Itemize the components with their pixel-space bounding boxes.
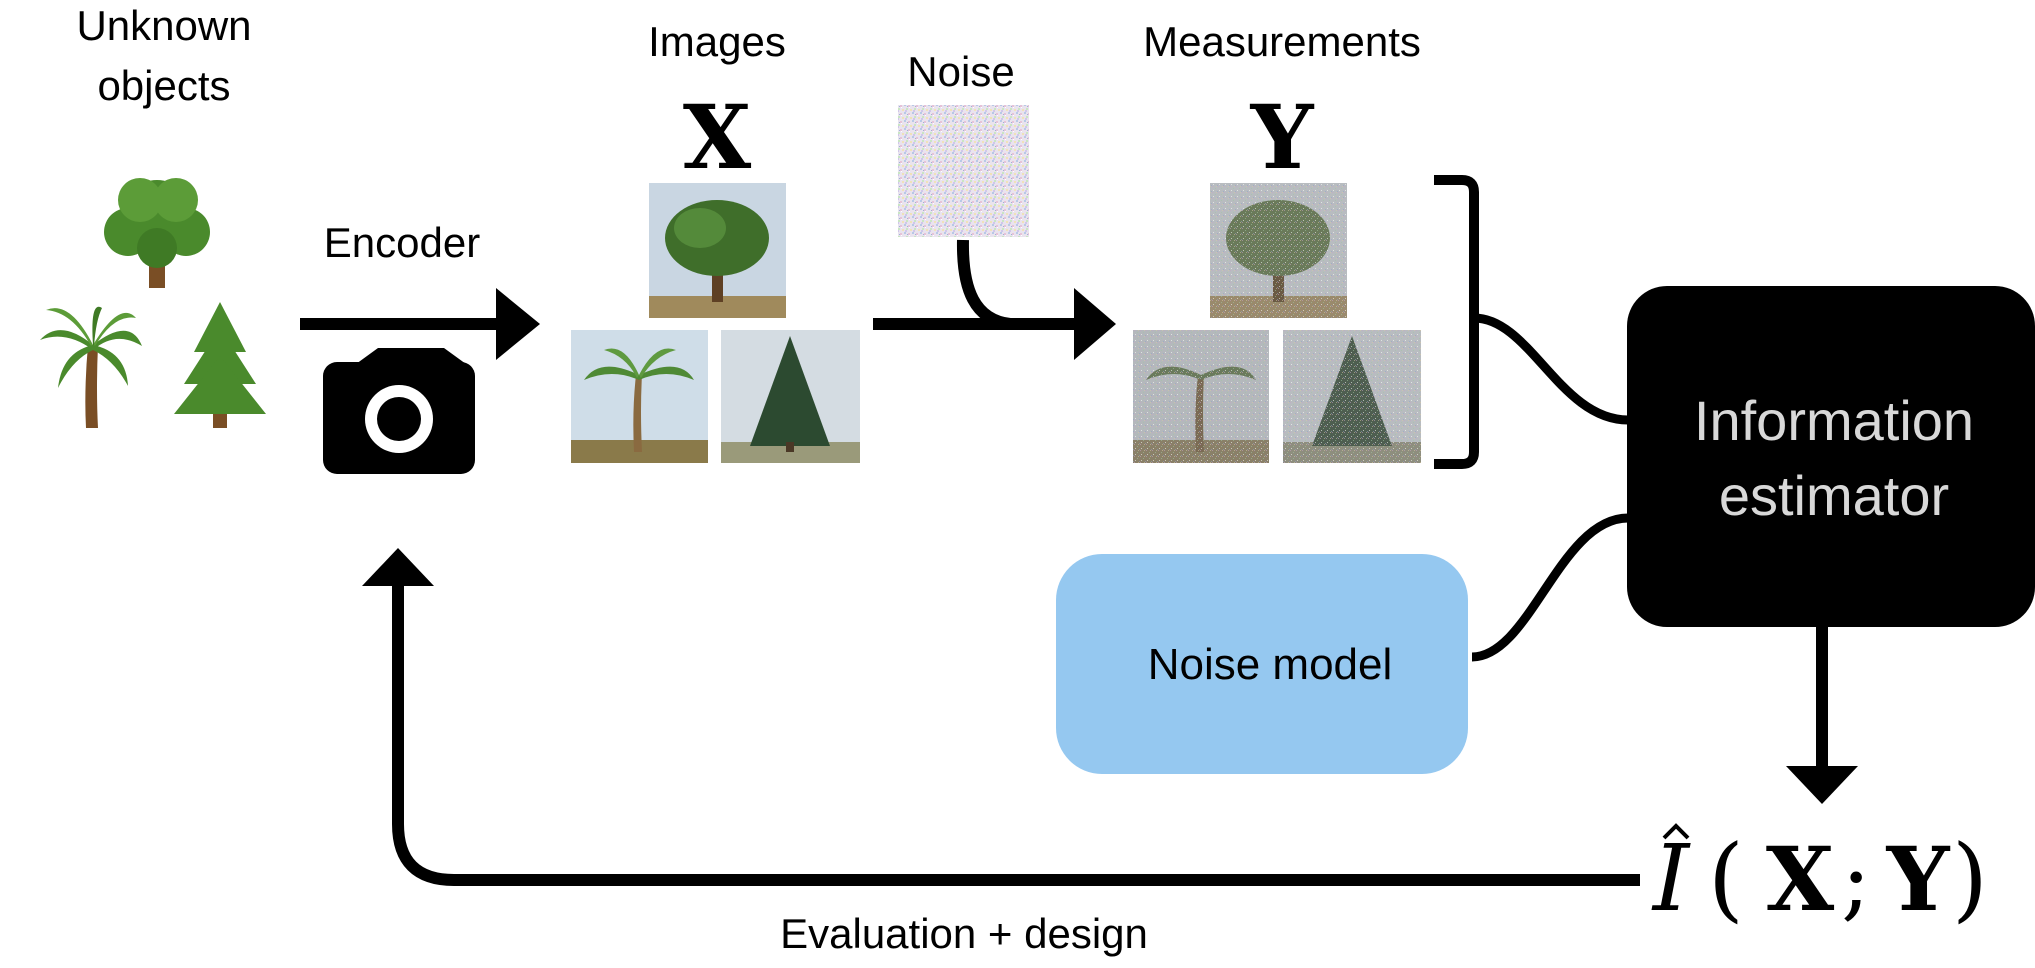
measurement-pine-thumbnail bbox=[1283, 330, 1421, 463]
hat-accent bbox=[1662, 823, 1690, 840]
information-estimator-label-line1: Information bbox=[1694, 389, 1974, 452]
oak-tree-icon bbox=[104, 178, 210, 288]
encoder-arrow bbox=[300, 288, 540, 360]
palm-tree-icon bbox=[40, 306, 142, 428]
noise-model-to-estimator-connector bbox=[1471, 513, 1629, 662]
image-palm-thumbnail bbox=[571, 330, 708, 463]
noise-label: Noise bbox=[907, 48, 1014, 95]
unknown-objects-label-line2: objects bbox=[97, 62, 230, 109]
noise-injection-arrow bbox=[873, 239, 1116, 360]
encoder-label: Encoder bbox=[324, 219, 480, 266]
measurement-oak-thumbnail bbox=[1210, 183, 1347, 318]
measurements-label: Measurements bbox=[1143, 18, 1421, 65]
mi-hat-symbol: I bbox=[1651, 825, 1691, 932]
information-estimator-label-line2: estimator bbox=[1719, 464, 1949, 527]
mi-y-symbol: Y bbox=[1886, 827, 1951, 931]
image-pine-thumbnail bbox=[721, 330, 860, 463]
images-label: Images bbox=[648, 18, 786, 65]
information-estimator-box bbox=[1627, 286, 2035, 627]
unknown-objects-label-line1: Unknown bbox=[76, 2, 251, 49]
noise-model-label: Noise model bbox=[1148, 640, 1393, 689]
mi-x-symbol: X bbox=[1766, 827, 1835, 931]
noise-model-box bbox=[1056, 554, 1468, 774]
mi-open-paren: ( bbox=[1708, 825, 1744, 932]
measurements-to-estimator-connector bbox=[1473, 313, 1629, 425]
measurements-bracket bbox=[1434, 175, 1479, 469]
feedback-loop-arrow bbox=[362, 548, 1640, 886]
mi-close-paren: ) bbox=[1952, 825, 1988, 932]
pine-tree-icon bbox=[174, 302, 266, 428]
estimator-output-arrow bbox=[1786, 627, 1858, 804]
mutual-information-estimate: I ( X ; Y ) bbox=[1651, 823, 1988, 932]
image-oak-thumbnail bbox=[649, 183, 786, 318]
evaluation-design-label: Evaluation + design bbox=[780, 910, 1148, 957]
camera-icon bbox=[323, 348, 475, 474]
measurements-symbol: Y bbox=[1250, 85, 1315, 189]
measurement-palm-thumbnail bbox=[1133, 330, 1269, 463]
images-symbol: X bbox=[683, 85, 752, 189]
noise-patch bbox=[898, 105, 1029, 237]
mi-separator: ; bbox=[1841, 828, 1871, 931]
